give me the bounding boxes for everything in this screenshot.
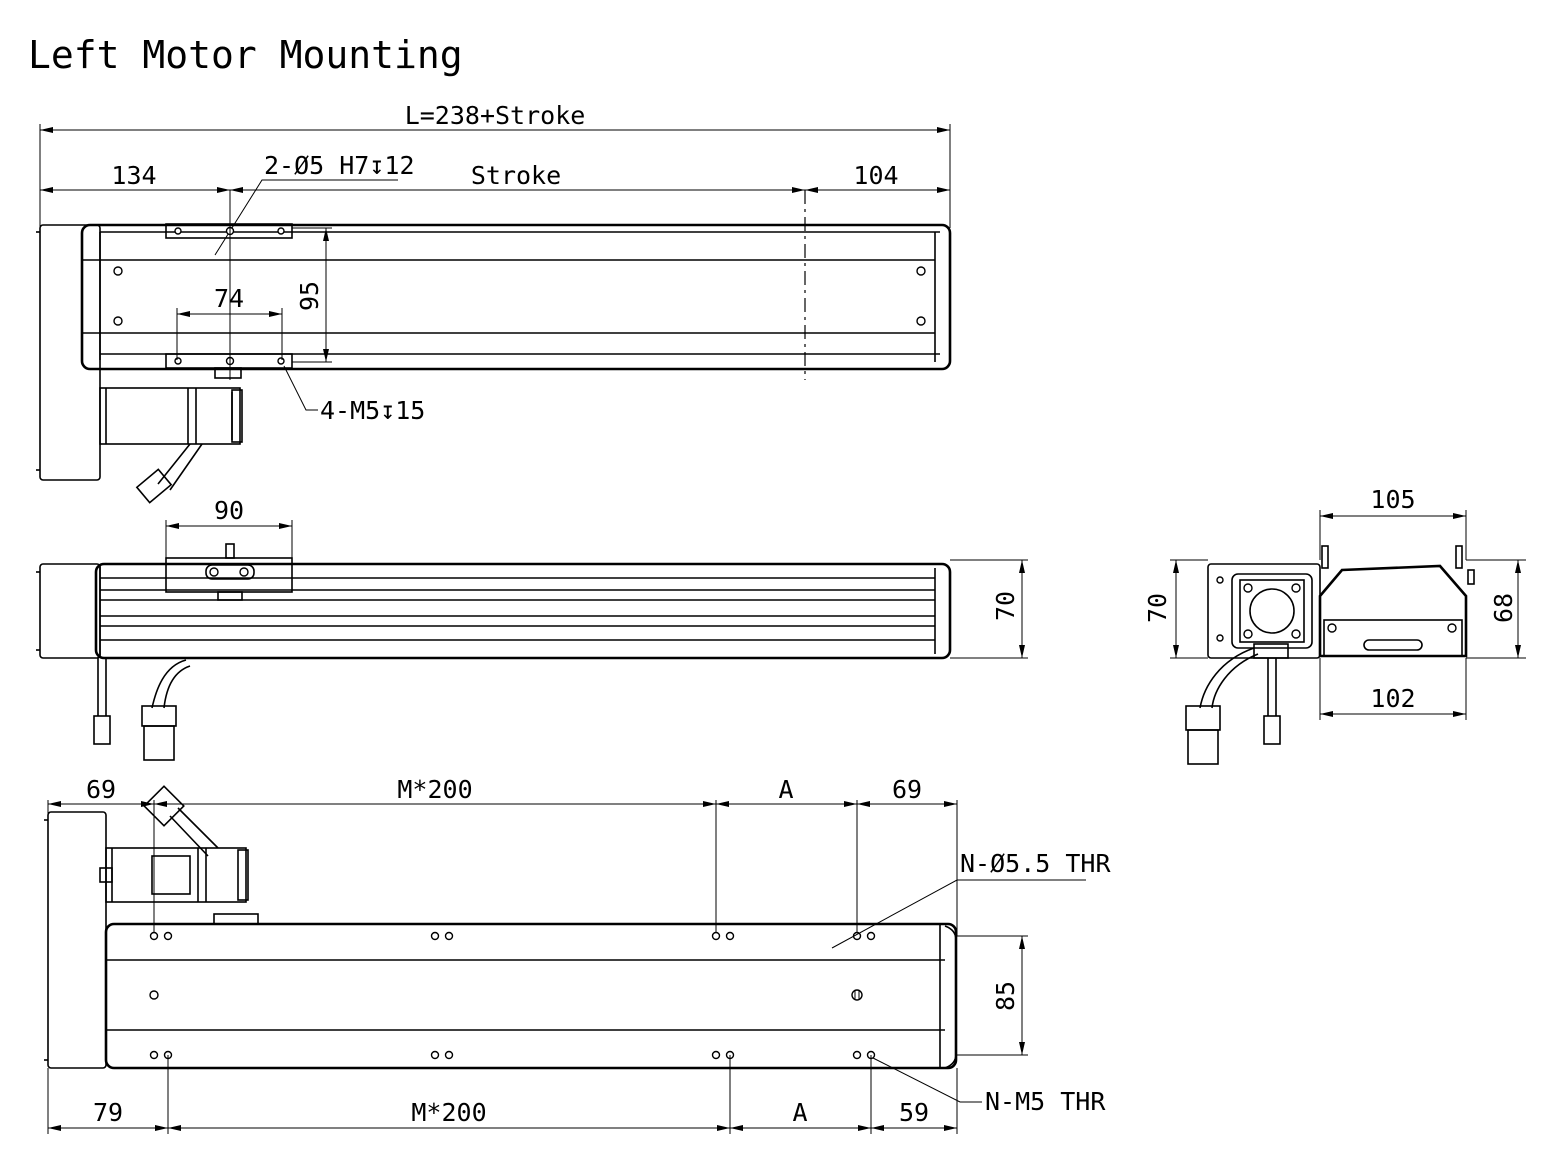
actuator-body-top — [80, 223, 952, 371]
bottom-view: 69 M*200 A 69 — [44, 775, 1111, 1134]
carriage-plate-top — [165, 223, 293, 239]
tapped-thru-note: N-M5 THR — [985, 1087, 1106, 1116]
bottom-left-offset-label: 79 — [93, 1098, 123, 1127]
motor-body-bottom — [105, 847, 247, 903]
end-right-height-label: 68 — [1489, 593, 1518, 623]
motor-body-top — [99, 387, 241, 445]
motor-connector-end — [1187, 729, 1219, 765]
total-length-label: L=238+Stroke — [405, 101, 586, 130]
carriage-length-label: 90 — [214, 496, 244, 525]
top-a-label: A — [778, 775, 793, 804]
carriage-width-label: 95 — [295, 281, 324, 311]
actuator-body-side — [94, 562, 952, 660]
side-view: 90 70 — [36, 496, 1028, 761]
motor-housing-bottom — [47, 811, 107, 1069]
bottom-pitch-label: M*200 — [411, 1098, 486, 1127]
bottom-right-offset-label: 59 — [899, 1098, 929, 1127]
motor-connector-block — [151, 855, 191, 895]
end-bottom-width-label: 102 — [1370, 684, 1415, 713]
tapped-hole-note: 4-M5↧15 — [320, 396, 425, 425]
top-right-offset-label: 69 — [892, 775, 922, 804]
stroke-label: Stroke — [471, 161, 561, 190]
thru-hole-note: N-Ø5.5 THR — [960, 849, 1111, 878]
end-view: 105 70 68 102 — [1143, 485, 1526, 765]
actuator-profile-end — [1318, 564, 1468, 658]
top-left-offset-label: 69 — [86, 775, 116, 804]
page-title: Left Motor Mounting — [28, 33, 463, 77]
side-height-label: 70 — [991, 591, 1020, 621]
motor-connector-side — [143, 725, 175, 761]
left-offset-label: 134 — [111, 161, 156, 190]
sensor-connector-side — [93, 715, 111, 745]
right-offset-label: 104 — [853, 161, 898, 190]
pin-hole-note: 2-Ø5 H7↧12 — [264, 151, 415, 180]
rail-spacing-label: 85 — [991, 981, 1020, 1011]
end-left-height-label: 70 — [1143, 593, 1172, 623]
sensor-connector-end — [1263, 715, 1281, 745]
motor-cable-plug-bottom — [143, 785, 185, 827]
actuator-body-bottom — [104, 922, 958, 1070]
motor-housing-side — [39, 563, 101, 659]
hole-spacing-label: 74 — [214, 284, 244, 313]
end-top-width-label: 105 — [1370, 485, 1415, 514]
top-pitch-label: M*200 — [397, 775, 472, 804]
motor-connector-top — [135, 468, 173, 504]
motor-housing-top — [39, 224, 101, 481]
bottom-a-label: A — [792, 1098, 807, 1127]
top-view: L=238+Stroke 134 Stroke 104 2-Ø5 H7↧12 — [36, 101, 952, 504]
